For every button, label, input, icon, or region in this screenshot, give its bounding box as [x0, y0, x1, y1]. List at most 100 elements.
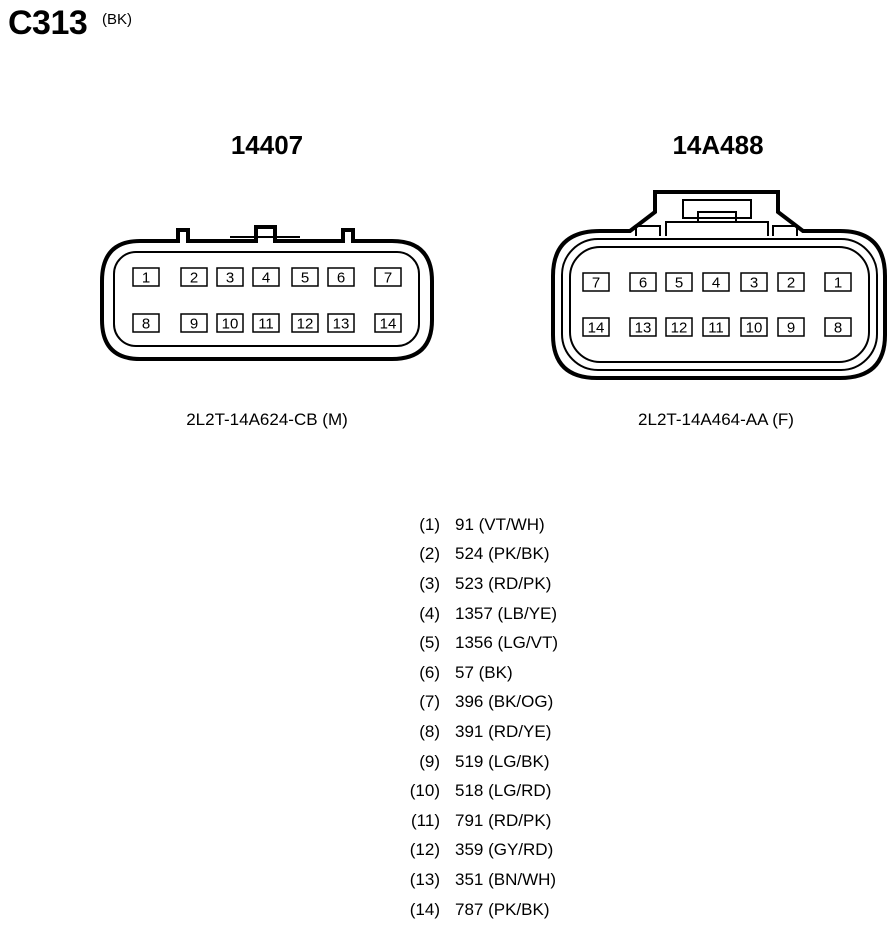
connector-14407-pin-label-13: 13 — [333, 316, 350, 333]
connector-14a488-pin-label-2: 2 — [787, 275, 795, 292]
connector-14407-pin-box-5 — [291, 267, 319, 287]
connector-color-code: (BK) — [102, 11, 132, 28]
pinout-pin-number: (5) — [419, 633, 440, 653]
connector-14407-pin-label-3: 3 — [226, 270, 234, 287]
connector-14a488-pin-box-12 — [665, 317, 693, 337]
connector-14407-pin-label-9: 9 — [190, 316, 198, 333]
connector-14a488-pin-label-12: 12 — [671, 320, 688, 337]
connector-title: C313 — [8, 4, 88, 42]
connector-14a488-pin-box-14 — [582, 317, 610, 337]
pinout-pin-number: (3) — [419, 573, 440, 593]
connector-14a488-pin-box-4 — [702, 272, 730, 292]
pinout-row: (14) 787 (PK/BK) — [392, 895, 558, 925]
connector-14a488-pin-label-10: 10 — [746, 320, 763, 337]
pinout-pin-number: (2) — [419, 544, 440, 564]
pinout-pin-number: (13) — [409, 869, 440, 889]
pinout-row: (2)524 (PK/BK) — [392, 540, 558, 570]
pinout-circuit: 518 (LG/RD) — [455, 781, 552, 801]
pinout-circuit: 791 (RD/PK) — [455, 810, 552, 830]
connector-14a488-pin-box-10 — [740, 317, 768, 337]
connector-14a488-pin-box-7 — [582, 272, 610, 292]
pinout-row: (6) 57 (BK) — [392, 658, 558, 688]
connector-14407-pin-box-9 — [180, 313, 208, 333]
connector-14a488-pin-label-3: 3 — [750, 275, 758, 292]
pinout-row: (1)91 (VT/WH) — [392, 510, 558, 540]
connector-14407-pin-box-8 — [132, 313, 160, 333]
connector-14407-pin-label-4: 4 — [262, 270, 270, 287]
pinout-pin-number: (7) — [419, 692, 440, 712]
connector-14407-pin-label-1: 1 — [142, 270, 150, 287]
pinout-row: (5) 1356 (LG/VT) — [392, 628, 558, 658]
connector-14a488-label: 14A488 — [672, 130, 764, 160]
pinout-pin-number: (14) — [409, 899, 440, 919]
pinout-circuit: 1357 (LB/YE) — [455, 603, 558, 623]
connector-14a488-pin-label-14: 14 — [588, 320, 605, 337]
pinout-circuit: 391 (RD/YE) — [455, 721, 552, 741]
connector-14407-pin-box-12 — [291, 313, 319, 333]
connector-14a488-pin-box-11 — [702, 317, 730, 337]
connector-14a488-pin-label-9: 9 — [787, 320, 795, 337]
connector-14a488-pin-label-8: 8 — [834, 320, 842, 337]
connector-14a488-pin-label-7: 7 — [592, 275, 600, 292]
pinout-pin-number: (8) — [419, 721, 440, 741]
pinout-row: (12) 359 (GY/RD) — [392, 836, 558, 866]
pinout-row: (3) 523 (RD/PK) — [392, 569, 558, 599]
pinout-row: (13) 351 (BN/WH) — [392, 865, 558, 895]
connector-14a488-pin-box-13 — [629, 317, 657, 337]
pinout-circuit: 57 (BK) — [455, 662, 513, 682]
connector-14407-pin-box-11 — [252, 313, 280, 333]
pinout-circuit: 351 (BN/WH) — [455, 869, 557, 889]
pinout-pin-number: (1) — [419, 514, 440, 534]
connector-14407-pin-label-11: 11 — [258, 316, 274, 333]
connector-14407-pin-box-2 — [180, 267, 208, 287]
connector-14a488-pin-box-2 — [777, 272, 805, 292]
connector-14a488-pin-box-9 — [777, 317, 805, 337]
pinout-pin-number: (4) — [419, 603, 440, 623]
connector-14407-pin-label-12: 12 — [297, 316, 314, 333]
connector-14407-pin-label-8: 8 — [142, 316, 150, 333]
connector-14407-label: 14407 — [230, 130, 304, 160]
connector-14407-pin-box-10 — [216, 313, 244, 333]
pinout-circuit: 359 (GY/RD) — [455, 840, 554, 860]
pinout-row: (10) 518 (LG/RD) — [392, 776, 558, 806]
connector-14407-pin-label-14: 14 — [380, 316, 397, 333]
connector-14a488-pin-label-4: 4 — [712, 275, 720, 292]
connector-14a488-pin-box-3 — [740, 272, 768, 292]
pinout-row: (7)396 (BK/OG) — [392, 688, 558, 718]
pinout-pin-number: (9) — [419, 751, 440, 771]
connector-14407-pin-label-10: 10 — [222, 316, 239, 333]
pinout-pin-number: (6) — [419, 662, 440, 682]
pinout-row: (9) 519 (LG/BK) — [392, 747, 558, 777]
connector-14a488-pin-box-1 — [824, 272, 852, 292]
connector-14407-body — [100, 225, 434, 361]
pinout-pin-number: (10) — [409, 781, 440, 801]
connector-14407-pin-box-1 — [132, 267, 160, 287]
pinout-list: (1)91 (VT/WH)(2)524 (PK/BK) (3) 523 (RD/PK… — [392, 510, 558, 924]
pinout-pin-number: (11) — [411, 810, 440, 830]
pinout-circuit: 1356 (LG/VT) — [455, 633, 558, 653]
pinout-row: (8) 391 (RD/YE) — [392, 717, 558, 747]
connector-14a488-part-number: 2L2T-14A464-AA (F) — [638, 410, 794, 429]
connector-14407-pin-label-5: 5 — [301, 270, 309, 287]
connector-14a488-pin-box-6 — [629, 272, 657, 292]
connector-14407-pin-box-4 — [252, 267, 280, 287]
pinout-row: (4) 1357 (LB/YE) — [392, 599, 558, 629]
pinout-circuit: 787 (PK/BK) — [455, 899, 550, 919]
connector-14407-pin-label-7: 7 — [384, 270, 392, 287]
connector-14a488-pin-label-5: 5 — [675, 275, 683, 292]
connector-14407-pin-box-3 — [216, 267, 244, 287]
pinout-circuit: 519 (LG/BK) — [455, 751, 550, 771]
connector-14407-pin-box-6 — [327, 267, 355, 287]
pinout-circuit: 523 (RD/PK) — [455, 573, 552, 593]
connector-14a488-pin-label-13: 13 — [635, 320, 652, 337]
pinout-row: (11) 791 (RD/PK) — [392, 806, 558, 836]
connector-14a488-pin-label-6: 6 — [639, 275, 647, 292]
connector-14a488-pin-label-11: 11 — [708, 320, 724, 337]
connector-14407-pin-box-13 — [327, 313, 355, 333]
connector-14a488-pin-box-5 — [665, 272, 693, 292]
connector-14407-part-number: 2L2T-14A624-CB (M) — [186, 410, 348, 429]
pinout-pin-number: (12) — [409, 840, 440, 860]
